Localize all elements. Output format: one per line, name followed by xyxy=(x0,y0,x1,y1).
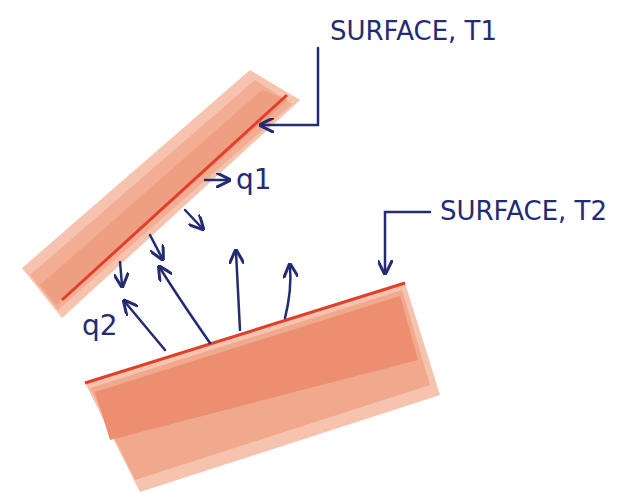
q2-arrows xyxy=(125,252,290,350)
flux-label: q1 xyxy=(236,166,272,194)
surface-label: SURFACE, T2 xyxy=(440,198,607,224)
upper-slab xyxy=(22,70,300,318)
q1-arrows xyxy=(120,180,228,285)
lower-slab xyxy=(85,283,440,492)
flux-label: q2 xyxy=(82,312,118,340)
surface-label: SURFACE, T1 xyxy=(330,18,497,44)
leader-lines xyxy=(262,48,430,272)
